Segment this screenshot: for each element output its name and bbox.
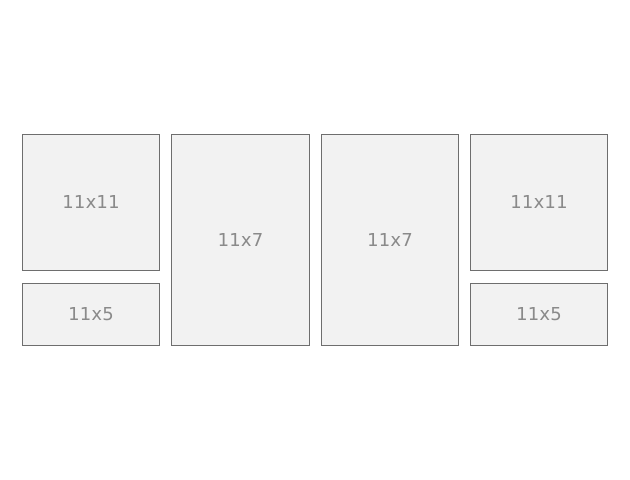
frame-11x5-right: 11x5 — [470, 283, 608, 346]
frame-size-label: 11x7 — [217, 229, 264, 251]
frame-size-label: 11x7 — [367, 229, 413, 251]
frame-11x7-center-left: 11x7 — [171, 134, 310, 346]
frame-11x11-left: 11x11 — [22, 134, 160, 271]
frame-size-label: 11x11 — [510, 192, 568, 213]
frame-11x5-left: 11x5 — [22, 283, 160, 346]
frame-size-label: 11x11 — [62, 192, 120, 213]
frame-11x7-center-right: 11x7 — [321, 134, 459, 346]
frame-size-label: 11x5 — [68, 304, 114, 325]
frame-size-label: 11x5 — [516, 304, 562, 325]
frame-11x11-right: 11x11 — [470, 134, 608, 271]
